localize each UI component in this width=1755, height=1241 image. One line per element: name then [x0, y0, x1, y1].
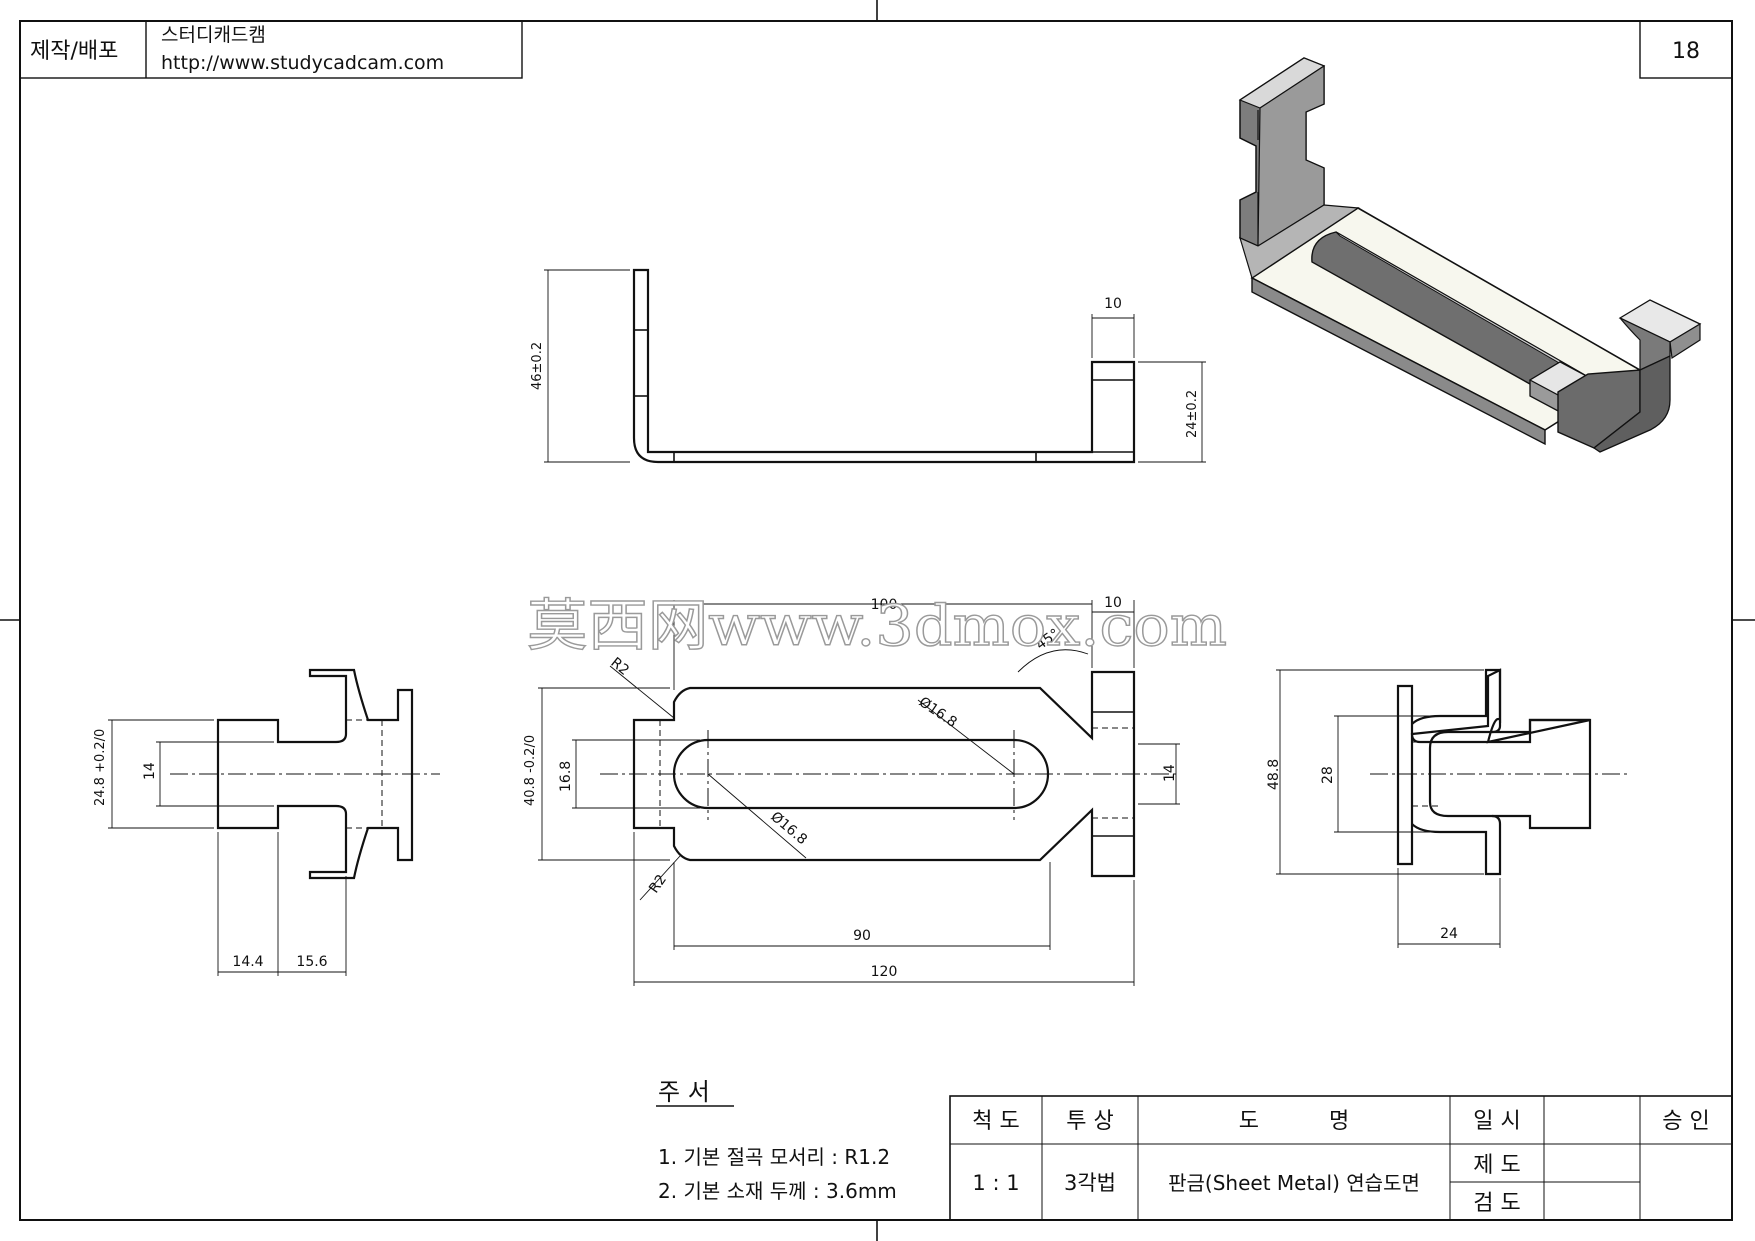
dim-radius-bottom: R2 [646, 872, 670, 896]
projection-label: 투 상 [1066, 1109, 1113, 1134]
dim-overall-length: 120 [871, 964, 898, 980]
dim-right-inner: 28 [1320, 766, 1336, 784]
date-label: 일 시 [1473, 1109, 1520, 1134]
page-number: 18 [1672, 39, 1700, 64]
drawing-name-label: 도 명 [1239, 1109, 1349, 1134]
dim-front-tab-width: 10 [1104, 296, 1122, 312]
dim-left-w1: 14.4 [232, 954, 263, 970]
dim-top-length: 100 [871, 597, 898, 613]
left-side-view: 24.8 +0.2/0 14 14.4 15.6 [93, 668, 440, 976]
projection-value: 3각법 [1064, 1171, 1116, 1195]
notes-title: 주 서 [658, 1078, 710, 1106]
header-box: 제작/배포 스터디캐드캠 http://www.studycadcam.com [19, 20, 523, 79]
dim-slot-length: 90 [853, 928, 871, 944]
drawing-name: 판금(Sheet Metal) 연습도면 [1168, 1171, 1420, 1195]
dim-top-tab: 10 [1104, 595, 1122, 611]
notes-line-1: 1. 기본 절곡 모서리 : R1.2 [658, 1145, 890, 1169]
dim-right-height: 48.8 [1266, 759, 1282, 790]
brand-name: 스터디캐드캠 [161, 24, 266, 46]
drafted-label: 제 도 [1473, 1153, 1520, 1178]
checked-label: 검 도 [1473, 1191, 1520, 1216]
watermark: 莫西网www.3dmox.com [527, 594, 1227, 659]
dim-front-height: 46±0.2 [530, 342, 545, 390]
dim-slot-dia-top: Ø16.8 [916, 694, 960, 731]
front-view: 46±0.2 10 24±0.2 [530, 268, 1206, 464]
scale-value: 1 : 1 [972, 1171, 1019, 1195]
notes: 주 서 1. 기본 절곡 모서리 : R1.2 2. 기본 소재 두께 : 3.… [656, 1078, 897, 1203]
maker-label: 제작/배포 [30, 39, 118, 64]
title-block: 척 도 투 상 도 명 일 시 승 인 1 : 1 3각법 판금(Sheet M… [949, 1095, 1733, 1221]
dim-left-inner: 14 [142, 762, 158, 780]
dim-front-tab-height: 24±0.2 [1185, 390, 1200, 438]
dim-top-slot-width: 16.8 [558, 761, 574, 792]
right-side-view: 48.8 28 24 [1266, 668, 1630, 948]
dim-left-w2: 15.6 [296, 954, 327, 970]
dim-left-height: 24.8 +0.2/0 [93, 729, 108, 806]
approval-label: 승 인 [1662, 1109, 1709, 1134]
scale-label: 척 도 [972, 1109, 1019, 1134]
dim-top-width: 40.8 -0.2/0 [523, 735, 538, 806]
notes-line-2: 2. 기본 소재 두께 : 3.6mm [658, 1179, 897, 1203]
dim-right-width: 24 [1440, 926, 1458, 942]
page-number-box: 18 [1639, 20, 1733, 79]
isometric-view [1238, 57, 1702, 453]
dim-top-right-width: 14 [1162, 764, 1178, 782]
dim-slot-dia-bottom: Ø16.8 [767, 809, 810, 848]
website-url: http://www.studycadcam.com [161, 52, 444, 74]
